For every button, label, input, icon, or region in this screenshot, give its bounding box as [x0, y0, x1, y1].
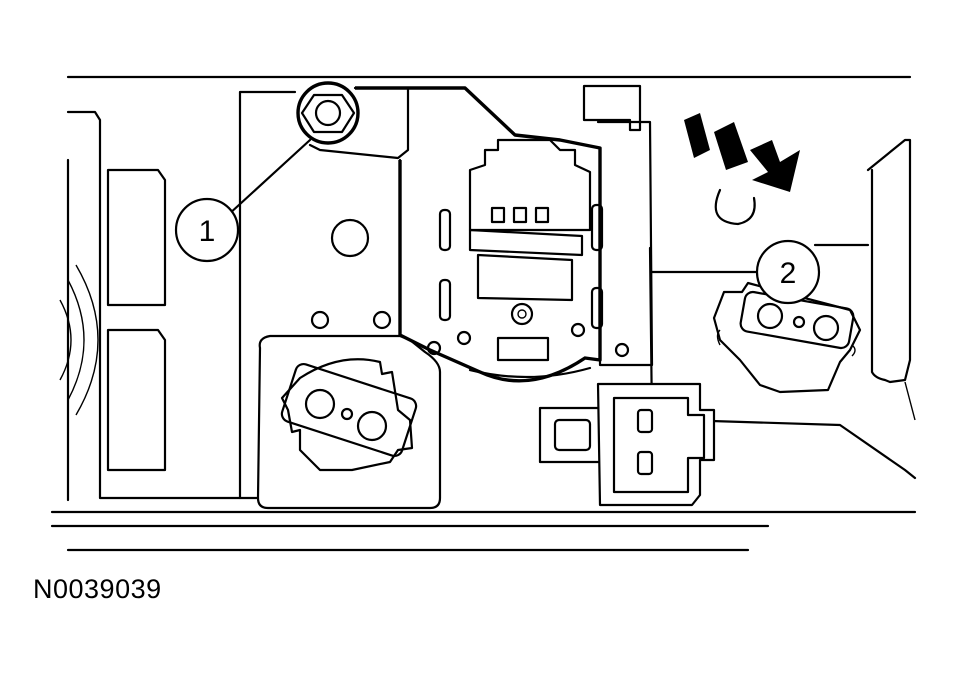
rotation-arrow-icon [684, 113, 800, 226]
callout-2-number: 2 [780, 257, 797, 290]
electrical-connector [538, 382, 716, 507]
vertical-tab [582, 84, 654, 367]
bolt [296, 81, 360, 145]
frame-lines [50, 75, 917, 552]
callout-2: 2 [650, 239, 870, 305]
right-housing [648, 138, 917, 480]
figure-id: N0039039 [33, 574, 162, 604]
left-housing [59, 110, 242, 502]
lower-left-housing [256, 334, 442, 510]
callout-1: 1 [174, 138, 312, 263]
range-sensor [355, 86, 604, 383]
callout-1-number: 1 [199, 215, 216, 248]
